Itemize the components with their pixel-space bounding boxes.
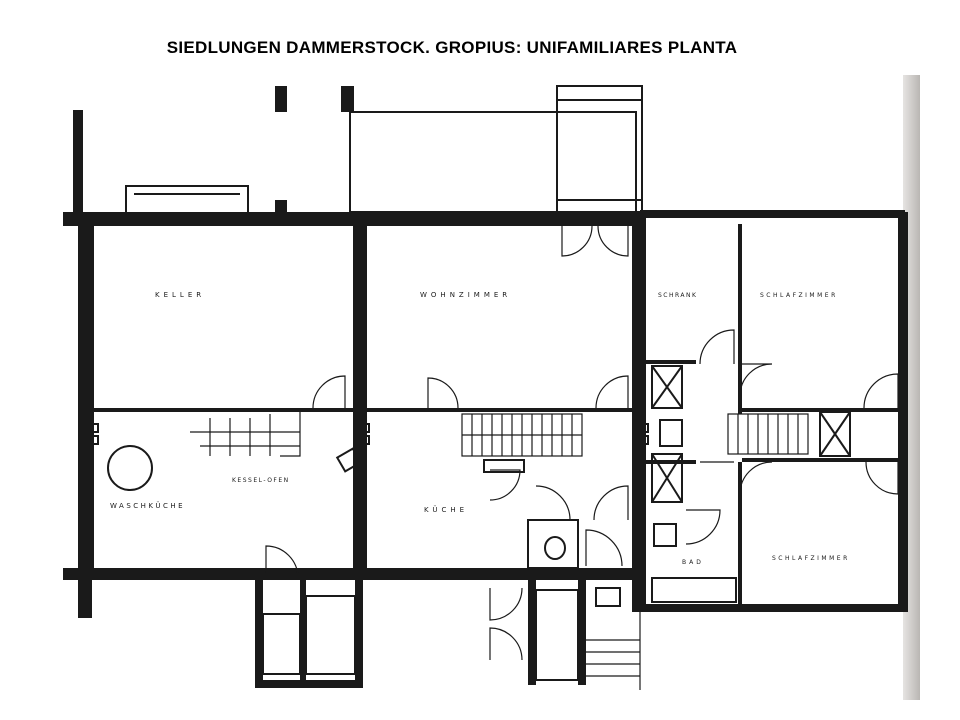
label-waschkueche: WASCHKÜCHE (110, 501, 185, 510)
windows (100, 213, 896, 609)
terrace (125, 85, 643, 215)
label-keller: KELLER (155, 291, 205, 299)
label-schlafzimmer-2: SCHLAFZIMMER (772, 555, 850, 562)
fixtures (89, 365, 851, 681)
label-wohnzimmer: WOHNZIMMER (420, 291, 511, 299)
page-title: SIEDLUNGEN DAMMERSTOCK. GROPIUS: UNIFAMI… (166, 38, 738, 57)
room-labels: KELLER WOHNZIMMER SCHRANK SCHLAFZIMMER K… (110, 291, 850, 566)
label-kueche: KÜCHE (424, 505, 468, 514)
label-bad: BAD (682, 559, 704, 566)
label-schrank: SCHRANK (658, 292, 697, 299)
label-schlafzimmer-1: SCHLAFZIMMER (760, 292, 838, 299)
stairs (190, 412, 809, 690)
structural-walls (63, 86, 908, 688)
doors (265, 225, 899, 661)
label-kessel-ofen: KESSEL-OFEN (232, 477, 290, 484)
